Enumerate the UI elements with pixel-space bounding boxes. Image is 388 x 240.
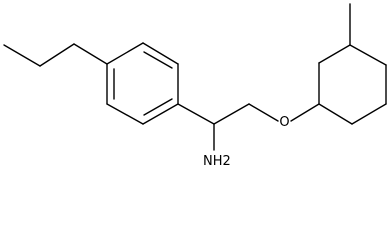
- bond-ring-a-1: [106, 42, 144, 65]
- bond-propyl-2: [39, 43, 75, 67]
- bond-ring-b-3: [349, 44, 387, 66]
- bond-propyl-1: [3, 44, 41, 67]
- bond-ring-a-5: [106, 103, 144, 125]
- bond-ring-b-6: [318, 103, 353, 125]
- bond-ch2-o: [248, 103, 279, 122]
- benzene-ring: [106, 42, 179, 125]
- bond-propyl-3: [73, 43, 108, 65]
- oxygen-label: O: [279, 115, 289, 130]
- molecule-drawing: O NH2: [3, 3, 387, 169]
- double-bond-inner-3: [143, 98, 173, 116]
- bond-o-ring: [290, 103, 320, 122]
- structure-canvas: O NH2: [3, 3, 387, 169]
- bond-ring-b-2: [318, 44, 351, 64]
- double-bond-inner-1: [143, 51, 173, 69]
- bond-ring-b-5: [351, 103, 387, 125]
- bond-aryl-ch: [177, 103, 215, 125]
- propyl-chain: [3, 43, 108, 67]
- bond-ring-a-4: [142, 103, 179, 125]
- amine-label: NH2: [203, 154, 231, 169]
- bond-ch-ch2: [213, 103, 250, 125]
- cyclohexane-ring: [318, 3, 387, 125]
- amine-linker: [177, 103, 320, 151]
- bond-ring-a-2: [142, 42, 179, 65]
